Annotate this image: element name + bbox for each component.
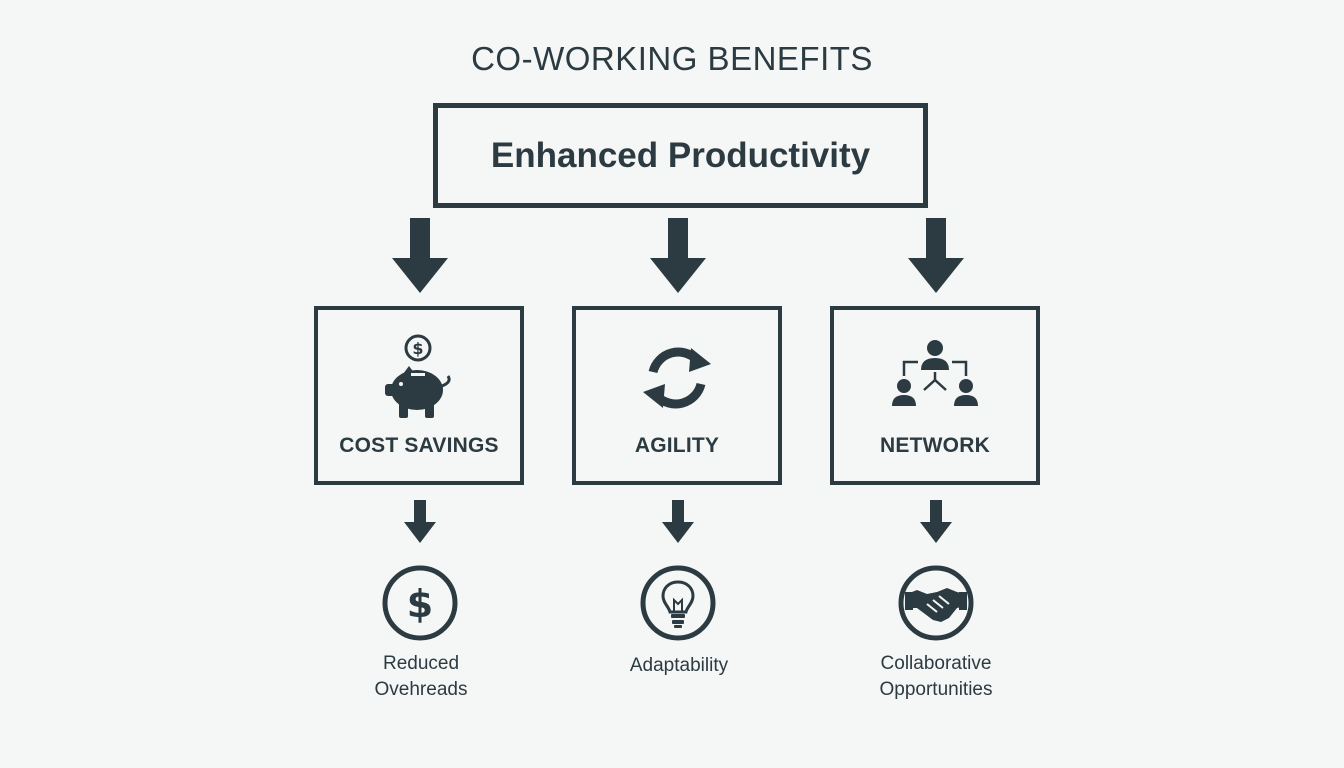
branch-label: AGILITY — [634, 434, 720, 457]
handshake-circle-icon — [897, 564, 975, 642]
piggy-bank-icon: $ — [318, 332, 520, 422]
branch-card-agility: AGILITY — [572, 306, 782, 485]
branch-card-cost-savings: $ COST SAVINGS — [314, 306, 524, 485]
dollar-circle-icon: $ — [381, 564, 459, 642]
outcome-line: Ovehreads — [374, 679, 468, 700]
down-arrow-icon — [650, 218, 706, 294]
down-arrow-icon — [920, 500, 952, 544]
branch-label: NETWORK — [880, 434, 990, 457]
outcome-line: Opportunities — [879, 679, 993, 700]
outcome-line: Collaborative — [880, 653, 992, 674]
down-arrow-icon — [404, 500, 436, 544]
outcome-label-adaptability: Adaptability — [559, 653, 799, 679]
svg-text:$: $ — [407, 582, 433, 626]
down-arrow-icon — [908, 218, 964, 294]
svg-text:$: $ — [412, 339, 423, 358]
branch-card-network: NETWORK — [830, 306, 1040, 485]
lightbulb-circle-icon — [639, 564, 717, 642]
branch-label: COST SAVINGS — [339, 434, 499, 457]
people-network-icon — [834, 336, 1036, 412]
down-arrow-icon — [392, 218, 448, 294]
outcome-line: Adaptability — [629, 655, 729, 676]
outcome-line: Reduced — [382, 653, 460, 674]
diagram-title: CO-WORKING BENEFITS — [471, 40, 873, 77]
outcome-label-collaborative-opportunities: Collaborative Opportunities — [816, 651, 1056, 703]
cycle-arrows-icon — [576, 340, 778, 416]
outcome-label-reduced-overheads: Reduced Ovehreads — [301, 651, 541, 703]
root-node-box: Enhanced Productivity — [433, 103, 928, 208]
down-arrow-icon — [662, 500, 694, 544]
root-node-label: Enhanced Productivity — [490, 135, 871, 175]
